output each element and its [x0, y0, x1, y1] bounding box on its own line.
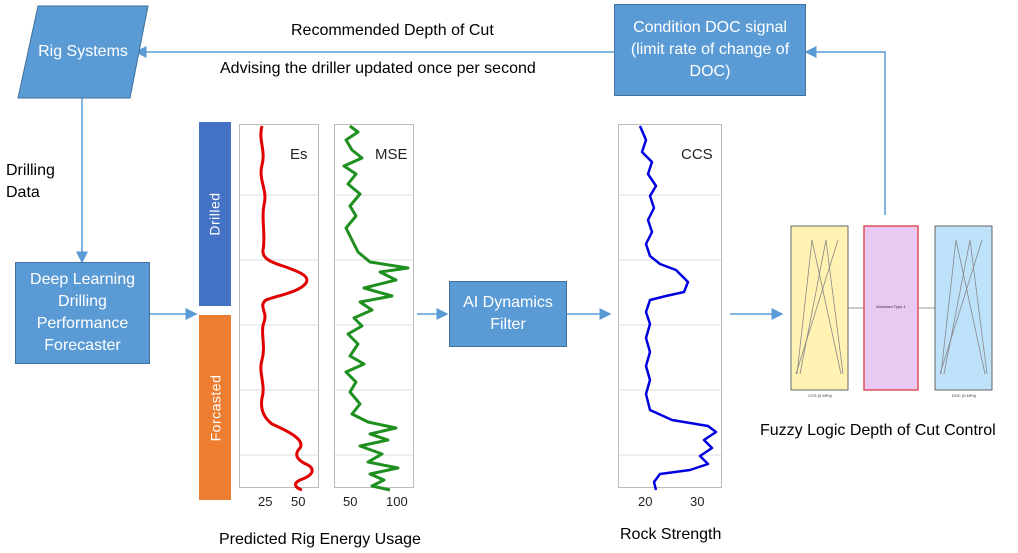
drilling-data-text: Drilling Data	[6, 162, 55, 201]
es-tick-25: 25	[258, 494, 273, 509]
arrow-fuzzy-to-doc	[804, 46, 886, 215]
rig-systems-node: Rig Systems	[34, 28, 132, 76]
ai-filter-label: AI Dynamics Filter	[463, 294, 553, 333]
drilling-data-label: Drilling Data	[6, 160, 76, 204]
fuzzy-output-text: DOC (0 MPa)	[951, 393, 977, 398]
advising-label: Advising the driller updated once per se…	[220, 60, 536, 77]
condition-doc-node: Condition DOC signal (limit rate of chan…	[614, 4, 806, 96]
mse-tick-100: 100	[386, 494, 408, 509]
fuzzy-rule-text: Mamdani Type-1	[876, 304, 906, 309]
ccs-track	[618, 124, 722, 488]
rock-strength-label: Rock Strength	[620, 526, 722, 543]
es-title: Es	[290, 146, 308, 163]
recommended-doc-label: Recommended Depth of Cut	[291, 22, 494, 39]
fuzzy-input-text: CCS (0 MPa)	[808, 393, 832, 398]
predicted-energy-label: Predicted Rig Energy Usage	[219, 531, 421, 548]
ai-filter-node: AI Dynamics Filter	[449, 281, 567, 347]
ccs-tick-20: 20	[638, 494, 653, 509]
fuzzy-logic-label: Fuzzy Logic Depth of Cut Control	[760, 422, 996, 439]
ccs-tick-30: 30	[690, 494, 705, 509]
forecasted-bar: Forcasted	[199, 315, 231, 500]
es-tick-50: 50	[291, 494, 306, 509]
mse-tick-50: 50	[343, 494, 358, 509]
mse-title: MSE	[375, 146, 408, 163]
drilled-bar: Drilled	[199, 122, 231, 306]
fuzzy-rule-box	[863, 225, 919, 391]
deep-learning-label: Deep Learning Drilling Performance Forec…	[30, 271, 135, 354]
deep-learning-node: Deep Learning Drilling Performance Forec…	[15, 262, 150, 364]
rig-systems-label: Rig Systems	[38, 43, 128, 60]
condition-doc-label: Condition DOC signal (limit rate of chan…	[630, 19, 790, 80]
ccs-title: CCS	[681, 146, 713, 163]
